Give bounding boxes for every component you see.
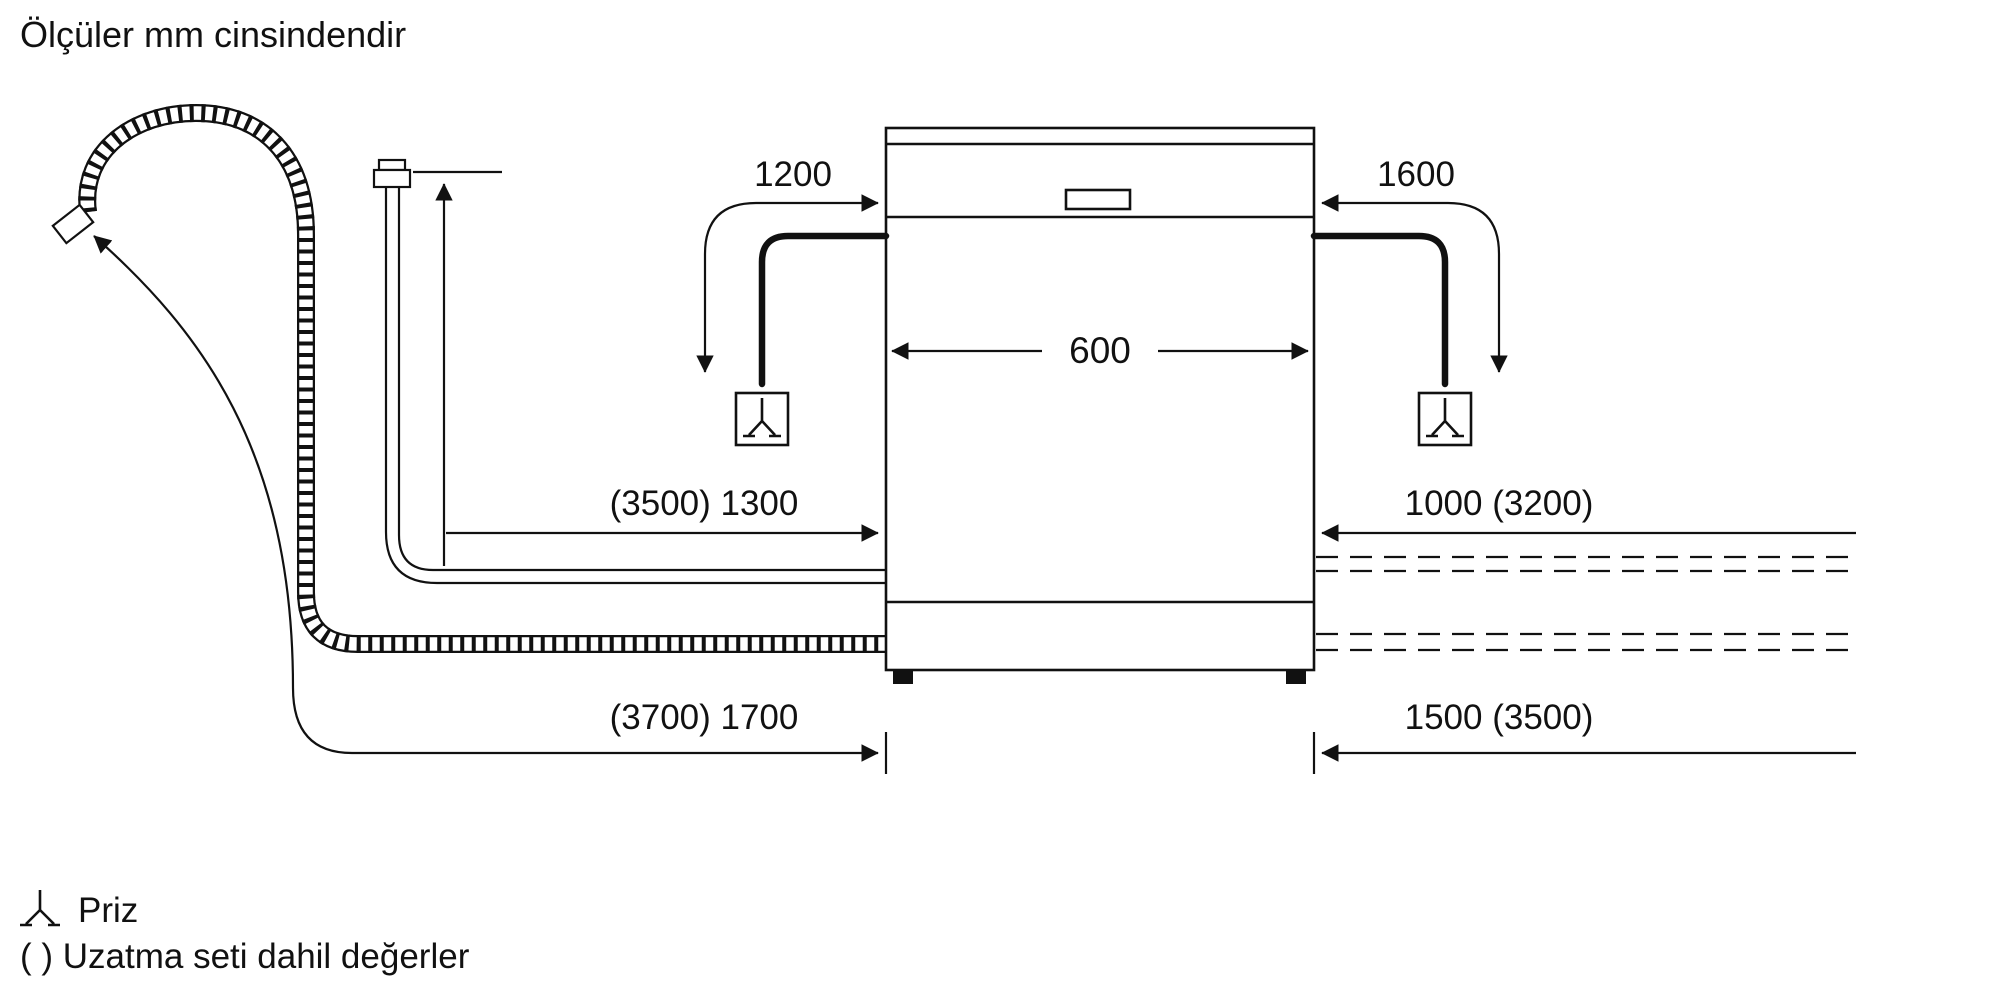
dimension-inlet-right: 1000 (3200) <box>1321 484 1856 542</box>
dimension-cable-right-leader <box>1321 194 1508 373</box>
extension-hoses-dashed <box>1316 555 1856 652</box>
dimension-width-label: 600 <box>1069 330 1131 371</box>
page-title: Ölçüler mm cinsindendir <box>20 14 406 55</box>
dimension-drain-right-label: 1500 (3500) <box>1405 698 1594 737</box>
dimension-drain-left-label: (3700) 1700 <box>610 698 799 737</box>
legend: Priz ( ) Uzatma seti dahil değerler <box>20 890 470 976</box>
drain-hose-end-fitting <box>51 203 95 245</box>
dimension-width: 600 <box>891 330 1309 371</box>
appliance-handle <box>1064 188 1132 211</box>
dimension-cable-right: 1600 <box>1321 155 1508 373</box>
supply-height-reference <box>413 170 502 566</box>
dimension-cable-left-label: 1200 <box>754 155 832 194</box>
power-cord-left <box>758 232 890 388</box>
appliance <box>884 126 1316 684</box>
supply-hose-connector <box>372 168 412 189</box>
drain-hose-ribs <box>78 103 886 653</box>
dimension-inlet-right-label: 1000 (3200) <box>1405 484 1594 523</box>
dimension-drain-left: (3700) 1700 <box>93 235 888 774</box>
socket-icon-left <box>734 391 790 447</box>
legend-socket-label: Priz <box>78 891 138 930</box>
dimension-inlet-left-label: (3500) 1300 <box>610 484 799 523</box>
appliance-foot-left <box>893 670 913 684</box>
appliance-foot-right <box>1286 670 1306 684</box>
dimension-inlet-left: (3500) 1300 <box>446 484 879 542</box>
supply-hose-cap <box>377 158 407 172</box>
socket-icon-right <box>1417 391 1473 447</box>
dimension-cable-left: 1200 <box>696 155 879 373</box>
dimension-cable-left-leader <box>696 194 879 373</box>
dimension-drain-right: 1500 (3500) <box>1312 698 1856 774</box>
power-cord-right <box>1310 232 1449 388</box>
socket-glyph-right <box>1426 398 1464 438</box>
supply-hose-outer-line <box>384 186 886 585</box>
socket-icon-legend <box>20 890 60 927</box>
appliance-outline <box>884 126 1316 672</box>
legend-extension-note: ( ) Uzatma seti dahil değerler <box>20 937 470 976</box>
dimension-cable-right-label: 1600 <box>1377 155 1455 194</box>
dimension-drain-left-leader <box>93 235 879 762</box>
